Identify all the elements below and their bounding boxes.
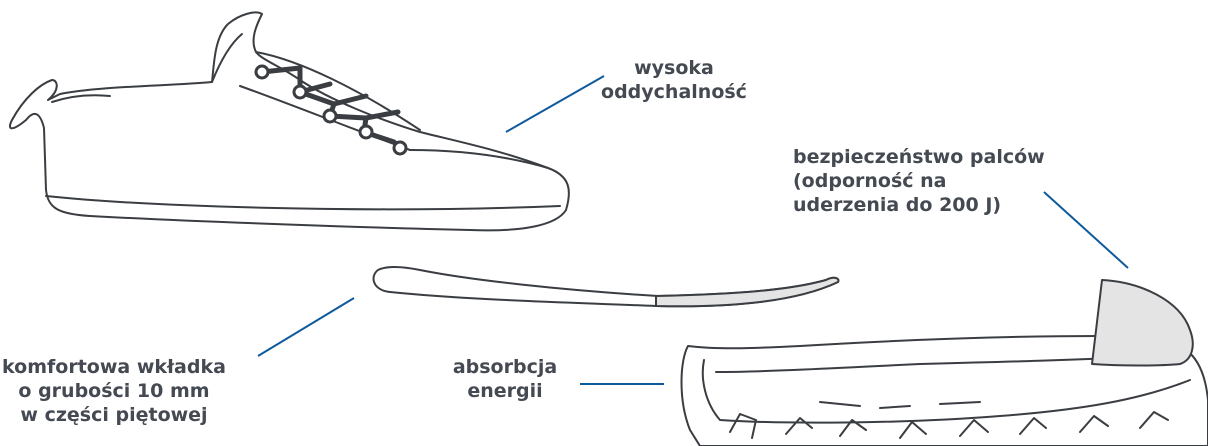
absorption-label-line-1: absorbcja xyxy=(440,355,570,379)
breathability-label-line-2: oddychalność xyxy=(596,80,752,104)
toe-protection-label-line-3: uderzenia do 200 J) xyxy=(793,193,1045,217)
leader-line-breathability xyxy=(506,76,604,132)
absorption-label-line-2: energii xyxy=(440,379,570,403)
insole-label: komfortowa wkładka o grubości 10 mm w cz… xyxy=(0,355,236,427)
shoe-upper xyxy=(10,12,569,230)
absorption-label: absorbcja energii xyxy=(440,355,570,403)
leader-line-toe-protection xyxy=(1044,192,1128,268)
toe-protection-label-line-2: (odporność na xyxy=(793,169,1045,193)
toe-protection-label-line-1: bezpieczeństwo palców xyxy=(793,145,1045,169)
insole-label-line-2: o grubości 10 mm xyxy=(0,379,236,403)
breathability-label: wysoka oddychalność xyxy=(596,56,752,104)
insole-label-line-3: w części piętowej xyxy=(0,403,236,427)
leader-line-insole xyxy=(258,298,354,356)
laces xyxy=(262,68,400,148)
breathability-label-line-1: wysoka xyxy=(596,56,752,80)
toe-cap xyxy=(1092,280,1193,366)
toe-protection-label: bezpieczeństwo palców (odporność na uder… xyxy=(793,145,1045,217)
insole-label-line-1: komfortowa wkładka xyxy=(0,355,236,379)
insole xyxy=(374,267,839,306)
